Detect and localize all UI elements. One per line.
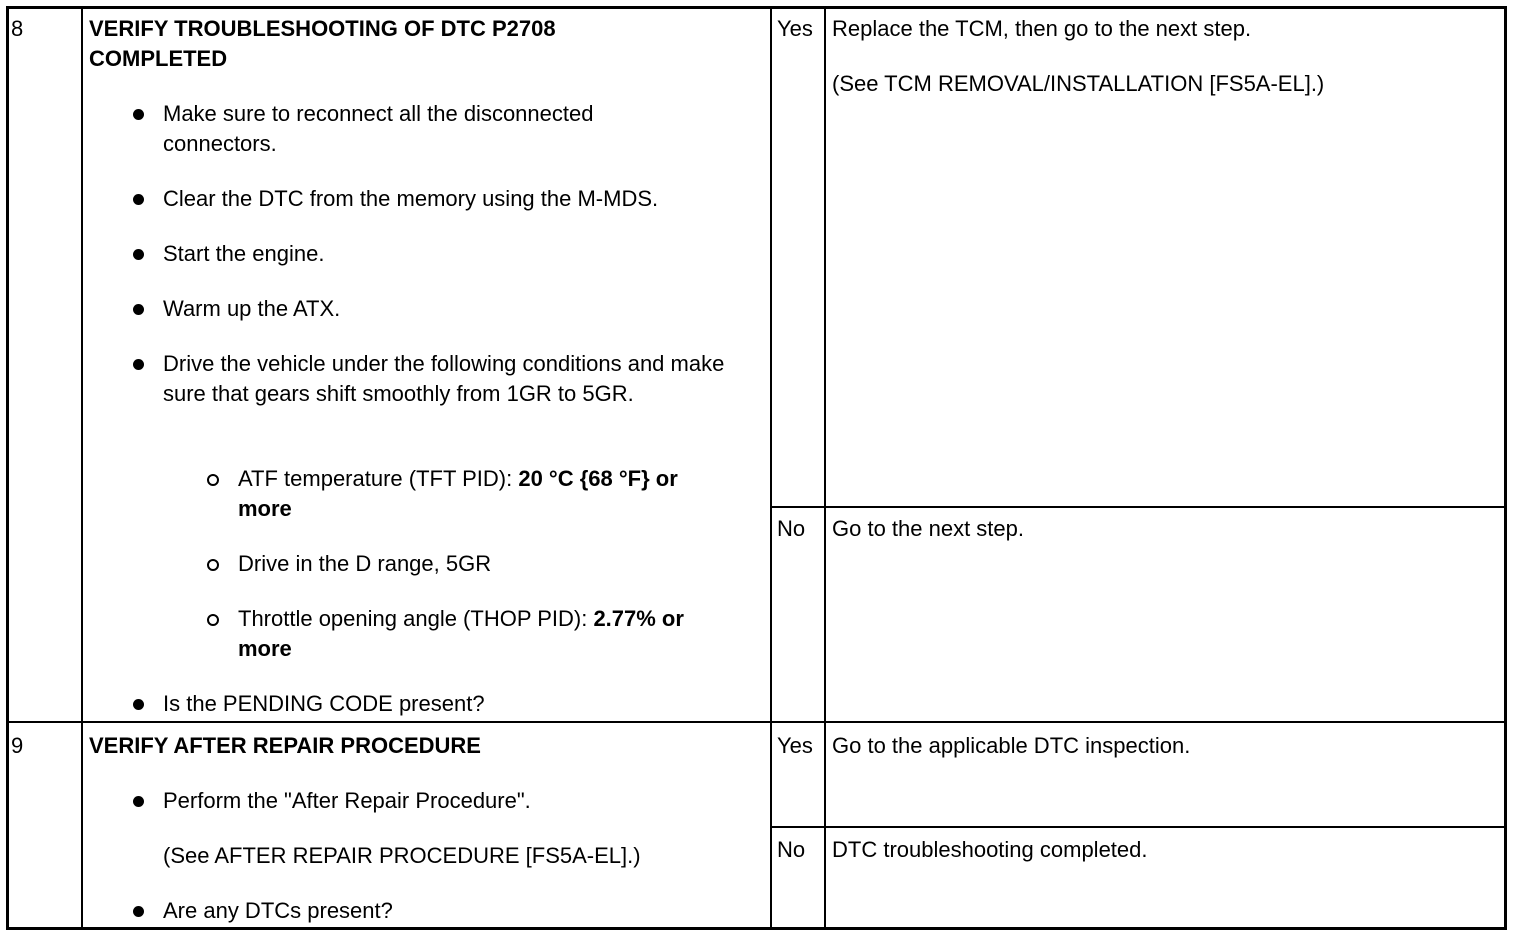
step-title-line1: VERIFY TROUBLESHOOTING OF DTC P2708 <box>89 16 556 41</box>
answer-no: No <box>777 837 806 862</box>
yes-action: Replace the TCM, then go to the next ste… <box>832 16 1252 41</box>
instruction-bullet: Make sure to reconnect all the disconnec… <box>133 99 673 159</box>
instruction-bullet: Warm up the ATX. <box>133 294 753 324</box>
column-divider-result <box>824 6 826 930</box>
step-number: 8 <box>11 16 24 41</box>
condition-value: 20 °C {68 °F} or more <box>238 466 678 521</box>
step-number: 9 <box>11 733 24 758</box>
condition-label: ATF temperature (TFT PID): <box>238 466 519 491</box>
instruction-bullet: Start the engine. <box>133 239 753 269</box>
instruction-reference: (See AFTER REPAIR PROCEDURE [FS5A-EL].) <box>163 843 641 868</box>
condition-label: Drive in the D range, 5GR <box>238 551 492 576</box>
no-action: Go to the next step. <box>832 516 1025 541</box>
question-bullet: Is the PENDING CODE present? <box>133 689 753 719</box>
answer-yes: Yes <box>777 733 813 758</box>
row8-yes-no-divider <box>770 506 1507 508</box>
instruction-bullet: Drive the vehicle under the following co… <box>133 349 753 409</box>
condition-value: 2.77% or more <box>238 606 684 661</box>
condition-item: Drive in the D range, 5GR <box>207 549 738 579</box>
condition-item: ATF temperature (TFT PID): 20 °C {68 °F}… <box>207 464 708 524</box>
yes-action: Go to the applicable DTC inspection. <box>832 733 1191 758</box>
condition-item: Throttle opening angle (THOP PID): 2.77%… <box>207 604 738 664</box>
step-title: VERIFY AFTER REPAIR PROCEDURE <box>89 733 481 758</box>
question-bullet: Are any DTCs present? <box>133 896 753 926</box>
step-title-line2: COMPLETED <box>89 46 228 71</box>
column-divider-step <box>81 6 83 930</box>
instruction-bullet: Perform the "After Repair Procedure". <box>133 786 753 816</box>
no-action: DTC troubleshooting completed. <box>832 837 1148 862</box>
table-frame <box>6 6 1507 930</box>
condition-label: Throttle opening angle (THOP PID): <box>238 606 594 631</box>
row9-yes-no-divider <box>770 826 1507 828</box>
column-divider-answer <box>770 6 772 930</box>
instruction-bullet: Clear the DTC from the memory using the … <box>133 184 753 214</box>
yes-reference: (See TCM REMOVAL/INSTALLATION [FS5A-EL].… <box>832 71 1325 96</box>
answer-yes: Yes <box>777 16 813 41</box>
answer-no: No <box>777 516 806 541</box>
row-divider-step8-9 <box>6 721 1507 723</box>
